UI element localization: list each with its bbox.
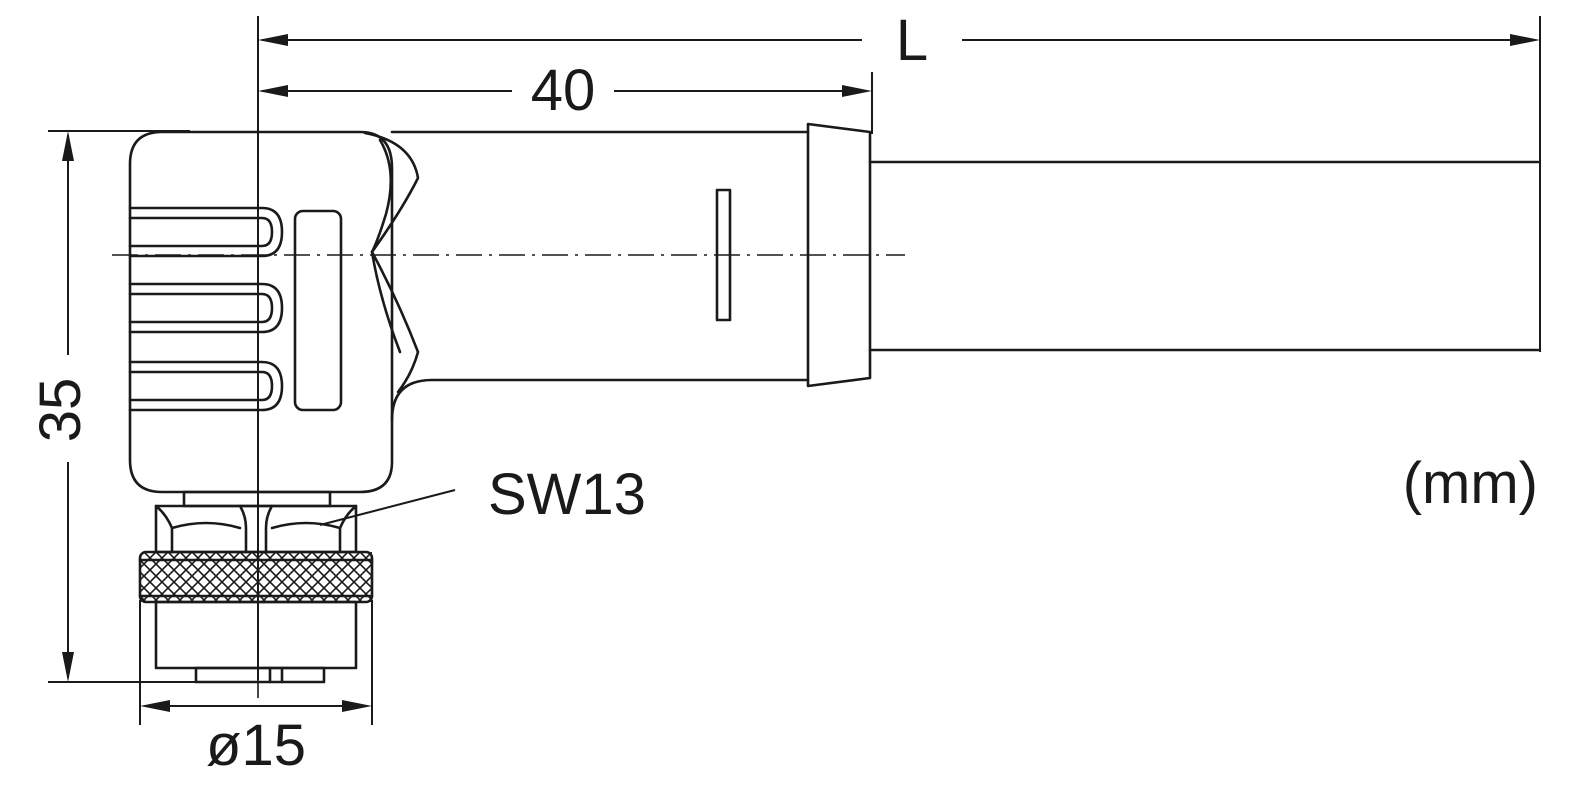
dimension-40-label: 40 <box>531 58 596 123</box>
dimension-35-label: 35 <box>28 378 93 443</box>
connector-housing <box>128 122 1540 494</box>
coupling-nut <box>138 490 374 684</box>
dimension-l: L <box>257 8 1541 680</box>
dimension-l-label: L <box>896 8 928 73</box>
dimension-diameter-label: ø15 <box>206 713 306 778</box>
wrench-size-callout: SW13 <box>319 462 646 527</box>
center-lines <box>112 254 905 700</box>
dimension-35: 35 <box>28 130 200 683</box>
unit-label: (mm) <box>1403 451 1538 516</box>
dimension-diameter: ø15 <box>139 600 373 778</box>
dimension-40: 40 <box>258 58 873 134</box>
wrench-size-label: SW13 <box>488 462 646 527</box>
